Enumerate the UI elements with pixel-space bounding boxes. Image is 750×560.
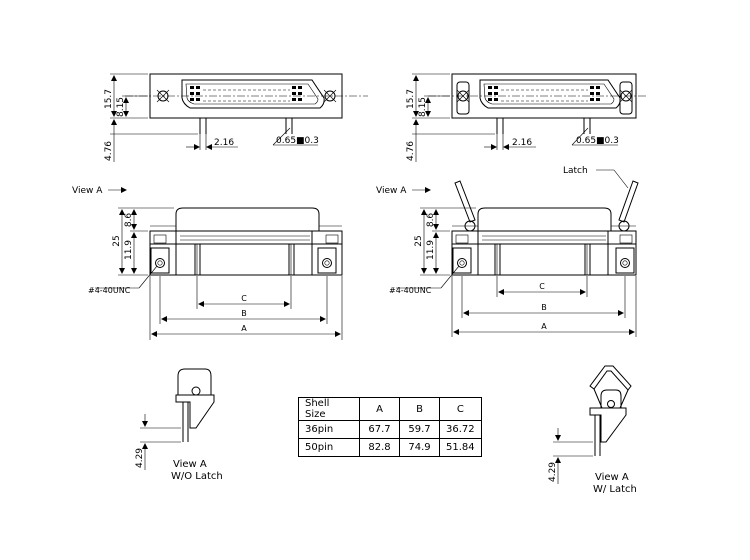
end-view-right — [553, 365, 632, 484]
dim-pitch-label: 2.16 — [512, 138, 532, 148]
front-view-left — [110, 73, 368, 162]
dim-pitch-label: 2.16 — [214, 138, 234, 148]
table-cell: 50pin — [298, 438, 360, 457]
view-a-label: View A — [72, 186, 103, 196]
end-view-left — [140, 368, 215, 470]
caption-line1: View A — [595, 472, 629, 483]
dim-pin-label: 4.76 — [406, 141, 416, 161]
front-view-right — [412, 73, 648, 162]
table-header-row: Shell Size A B C — [298, 397, 482, 421]
dim-total-label: 25 — [414, 235, 424, 246]
caption-line2: W/O Latch — [171, 471, 223, 482]
table-cell: 36.72 — [439, 420, 482, 439]
dim-lower-label: 11.9 — [124, 240, 134, 260]
dim-c-label: C — [539, 282, 545, 291]
table-cell: 51.84 — [439, 438, 482, 457]
screw-label: #4-40UNC — [389, 286, 432, 295]
screw-label: #4-40UNC — [88, 286, 131, 295]
dim-c-label: C — [241, 294, 247, 303]
table-header-cell: C — [439, 397, 482, 421]
table-row: 36pin 67.7 59.7 36.72 — [298, 420, 482, 439]
dim-b-label: B — [241, 309, 247, 318]
dim-lower-label: 11.9 — [426, 240, 436, 260]
dim-upper-label: 8.6 — [124, 213, 134, 228]
side-view-right — [396, 169, 639, 337]
table-cell: 36pin — [298, 420, 360, 439]
dim-inner-label: 8.15 — [418, 97, 428, 117]
view-a-label: View A — [376, 186, 407, 196]
table-cell: 59.7 — [399, 420, 440, 439]
caption-line2: W/ Latch — [593, 484, 637, 495]
dim-b-label: B — [541, 303, 547, 312]
dim-a-label: A — [241, 324, 247, 333]
dim-total-label: 25 — [112, 235, 122, 246]
table-row: 50pin 82.8 74.9 51.84 — [298, 438, 482, 457]
side-view-left — [95, 187, 343, 340]
table-cell: 67.7 — [359, 420, 400, 439]
table-header-cell: A — [359, 397, 400, 421]
dim-side-label: 4.29 — [548, 462, 558, 482]
dim-height-label: 15.7 — [406, 89, 416, 109]
dim-side-label: 4.29 — [135, 448, 145, 468]
dim-height-label: 15.7 — [104, 89, 114, 109]
caption-line1: View A — [173, 459, 207, 470]
latch-label: Latch — [563, 166, 588, 176]
table-header-cell: Shell Size — [298, 397, 360, 421]
table-cell: 74.9 — [399, 438, 440, 457]
dim-inner-label: 8.15 — [116, 97, 126, 117]
dim-pinsize-label: 0.65■0.3 — [576, 136, 619, 146]
dim-upper-label: 8.6 — [426, 213, 436, 228]
dim-a-label: A — [541, 322, 547, 331]
table-cell: 82.8 — [359, 438, 400, 457]
table-header-cell: B — [399, 397, 440, 421]
shell-size-table: Shell Size A B C 36pin 67.7 59.7 36.72 5… — [298, 397, 482, 457]
dim-pinsize-label: 0.65■0.3 — [276, 136, 319, 146]
dim-pin-label: 4.76 — [104, 141, 114, 161]
